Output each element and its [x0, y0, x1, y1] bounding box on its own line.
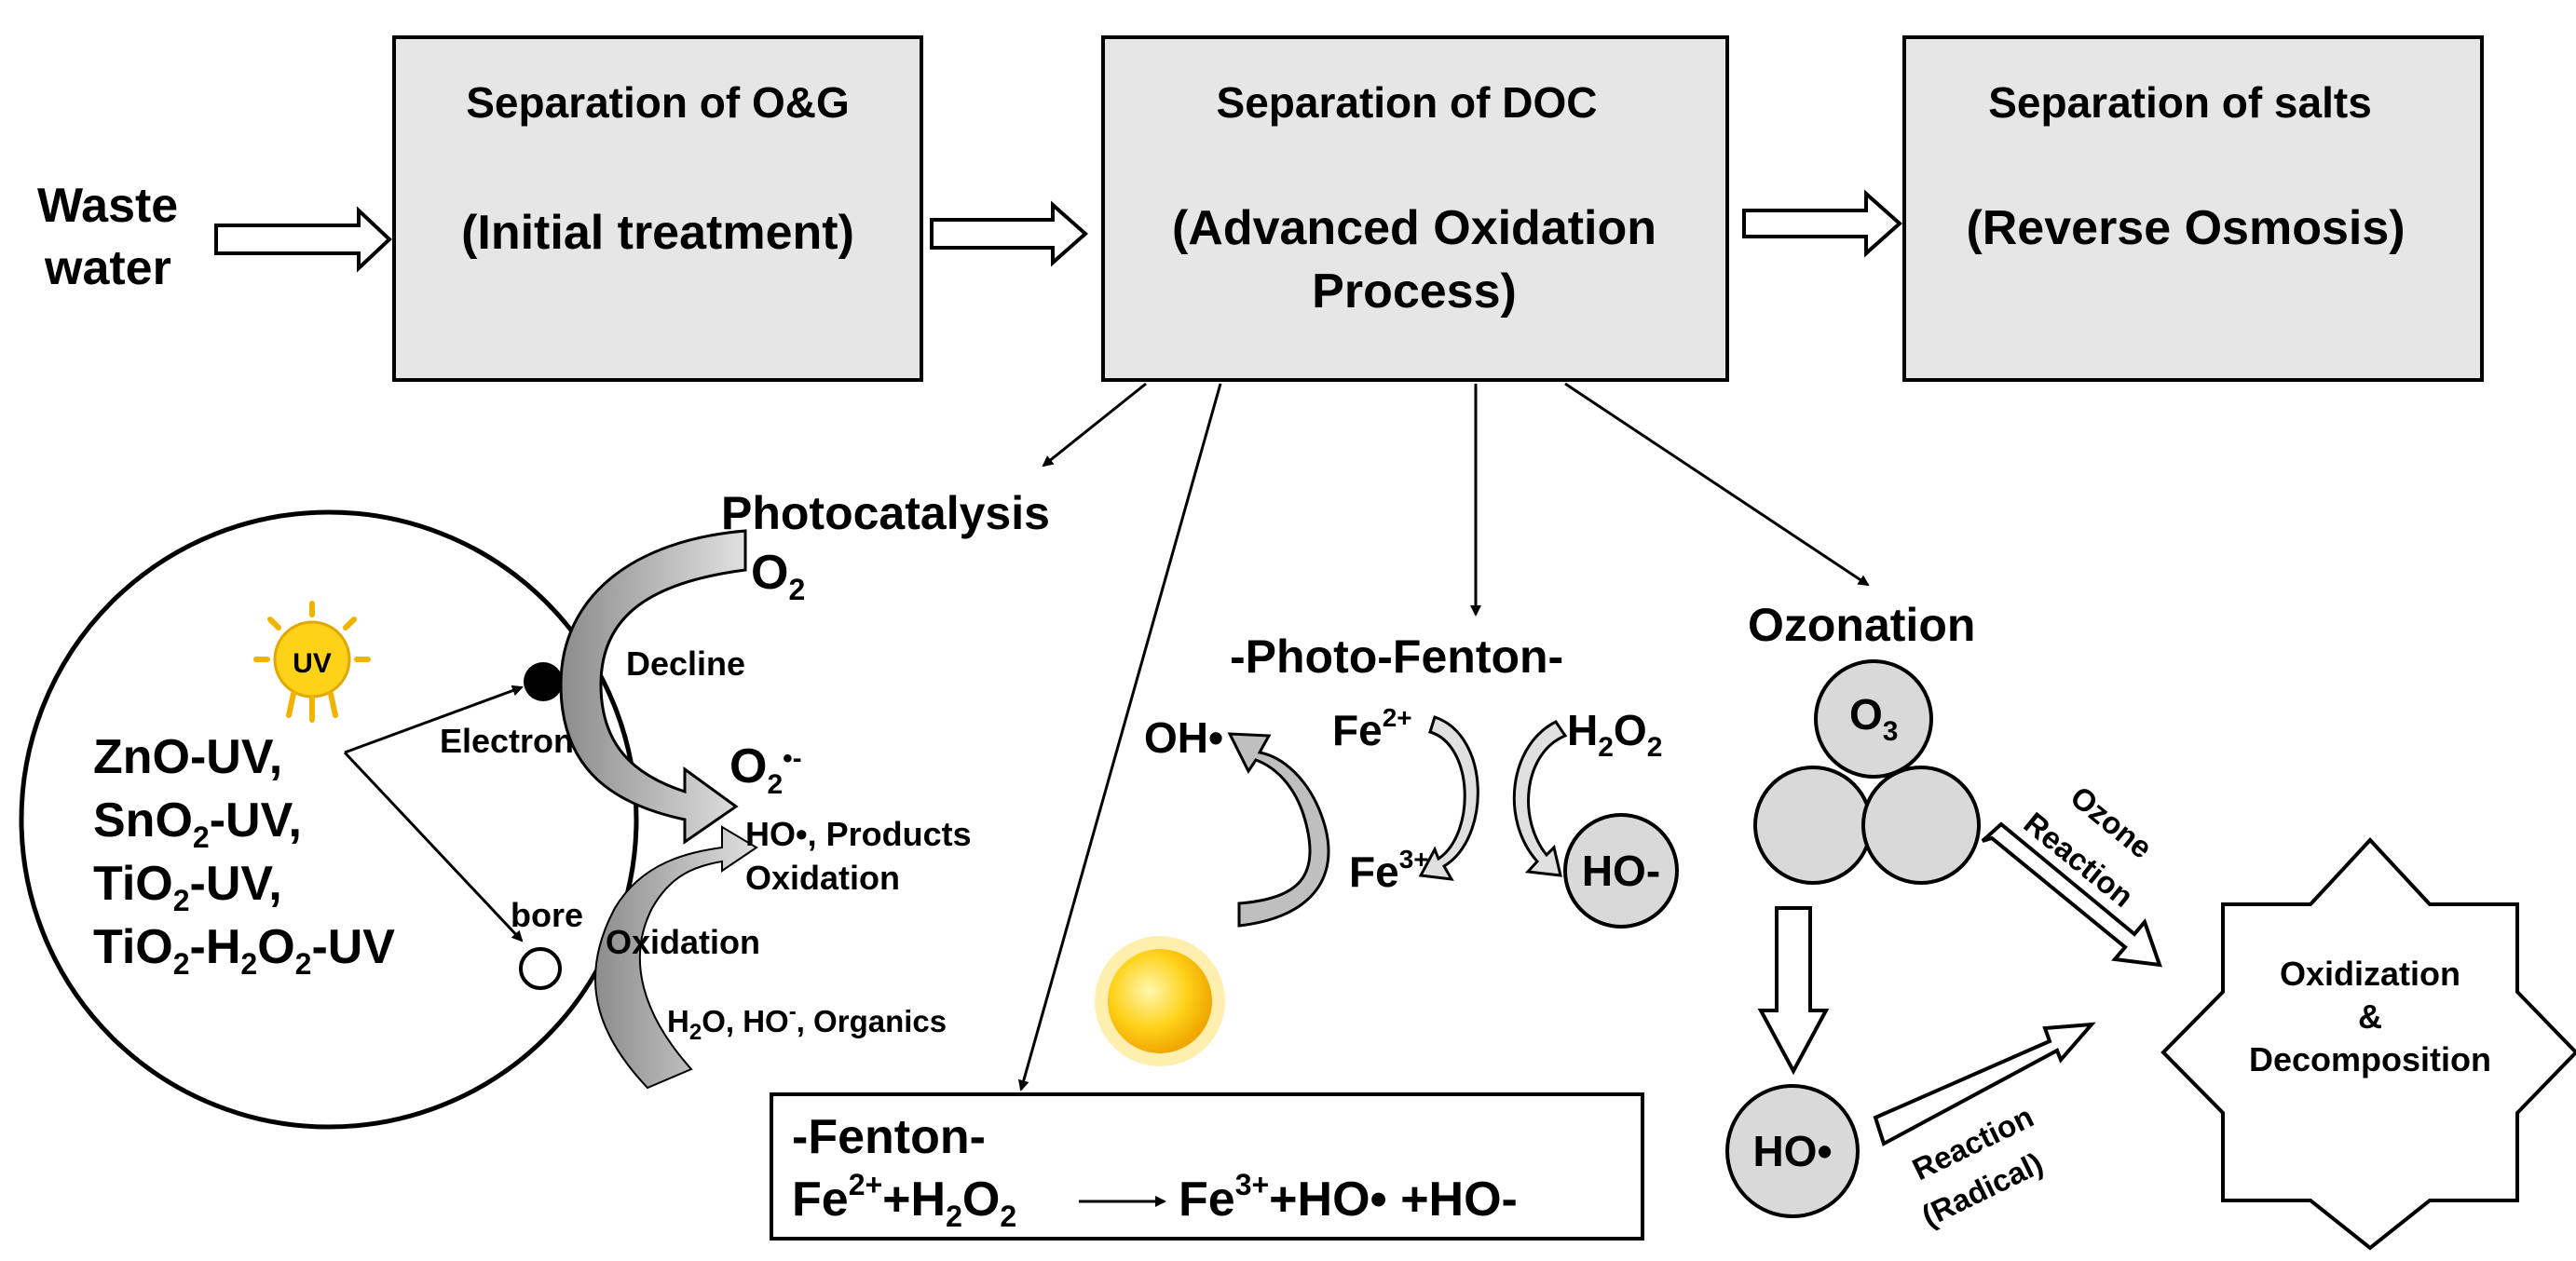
ho-radical-label: HO•: [1752, 1127, 1832, 1175]
o2-label: O2: [751, 546, 805, 606]
reactants-label: H2O, HO-, Organics: [667, 999, 947, 1045]
stage-og-title: Separation of O&G: [466, 78, 849, 127]
catalyst-list: ZnO-UV, SnO2-UV, TiO2-UV, TiO2-H2O2-UV: [93, 730, 395, 981]
stage-doc-subtitle-2: Process): [1312, 264, 1517, 319]
block-arrow-3: [1742, 189, 1903, 258]
bore-arrow: [343, 751, 524, 942]
o3-circle-left: [1753, 766, 1873, 885]
ozonation-heading: Ozonation: [1748, 599, 1975, 651]
arrow-to-photocatalysis: [1042, 382, 1147, 468]
ho-radical-circle: [1725, 1084, 1860, 1218]
stage-doc-title: Separation of DOC: [1217, 78, 1598, 127]
decline-curved-arrow: [559, 529, 747, 845]
stage-og-subtitle: (Initial treatment): [461, 206, 854, 260]
fe2-label: Fe2+: [1332, 703, 1412, 754]
arrow-to-fenton: [1017, 383, 1222, 1092]
outcome-line-1: Oxidization: [2280, 955, 2460, 993]
products-label-2: Oxidation: [745, 859, 900, 897]
o3-to-ho-block-arrow: [1757, 906, 1830, 1076]
stage-salts-title: Separation of salts: [1988, 78, 2372, 127]
fe3-label: Fe3+: [1349, 845, 1429, 896]
ho-minus-circle: [1563, 813, 1679, 929]
catalyst-particle-circle: [19, 509, 639, 1130]
bore-label: bore: [511, 896, 583, 934]
radical-reaction-block-arrow: [1873, 1022, 2096, 1146]
h2o2-label: H2O2: [1567, 706, 1662, 763]
block-arrow-1: [214, 206, 392, 273]
electron-dot: [524, 662, 563, 701]
catalyst-zno: ZnO-UV,: [93, 730, 282, 784]
electron-label: Electron: [440, 722, 574, 760]
catalyst-sno2: SnO2-UV,: [93, 793, 302, 854]
fenton-lhs: Fe2++H2O2: [792, 1168, 1016, 1233]
stage-salts-subtitle: (Reverse Osmosis): [1966, 201, 2405, 255]
oh-curved-arrow: [1227, 732, 1330, 928]
sun-icon: [1095, 936, 1225, 1066]
arrow-to-ozonation: [1564, 382, 1870, 587]
fe-cycle-arrow: [1418, 715, 1479, 881]
photo-fenton-heading: -Photo-Fenton-: [1230, 630, 1563, 683]
electron-arrow: [344, 685, 524, 754]
photocatalysis-heading: Photocatalysis: [721, 487, 1050, 539]
block-arrow-2: [930, 200, 1089, 267]
o3-circle-top: [1814, 659, 1933, 779]
fenton-heading: -Fenton-: [792, 1110, 986, 1164]
h2o2-cycle-arrow: [1512, 720, 1568, 877]
decline-label: Decline: [626, 644, 745, 683]
o3-label: O3: [1849, 690, 1898, 747]
stage-box-og: [392, 35, 923, 382]
oxidation-label: Oxidation: [606, 923, 760, 961]
products-label-1: HO•, Products: [745, 815, 972, 853]
outcome-star: [2160, 837, 2576, 1251]
bore-hole: [519, 947, 562, 990]
oxidation-curved-arrow: [593, 825, 758, 1090]
outcome-line-2: &: [2358, 997, 2382, 1036]
fenton-box: [770, 1092, 1644, 1241]
stage-box-doc: [1101, 35, 1729, 382]
oh-radical-label: OH•: [1144, 713, 1223, 762]
outcome-line-3: Decomposition: [2249, 1040, 2491, 1078]
waste-water-label-2: water: [44, 241, 171, 295]
waste-water-label-1: Waste: [37, 179, 178, 233]
ozone-reaction-block-arrow: [1981, 821, 2162, 968]
superoxide-label: O2•-: [729, 739, 802, 800]
uv-label: UV: [293, 648, 332, 679]
o3-circle-right: [1861, 766, 1981, 885]
stage-box-salts: [1902, 35, 2484, 382]
stage-doc-subtitle-1: (Advanced Oxidation: [1172, 201, 1656, 255]
catalyst-tio2: TiO2-UV,: [93, 857, 282, 917]
fenton-rhs: Fe3++HO• +HO-: [1179, 1168, 1518, 1227]
ho-minus-label: HO-: [1582, 847, 1660, 895]
uv-sun-icon: UV: [253, 601, 371, 723]
